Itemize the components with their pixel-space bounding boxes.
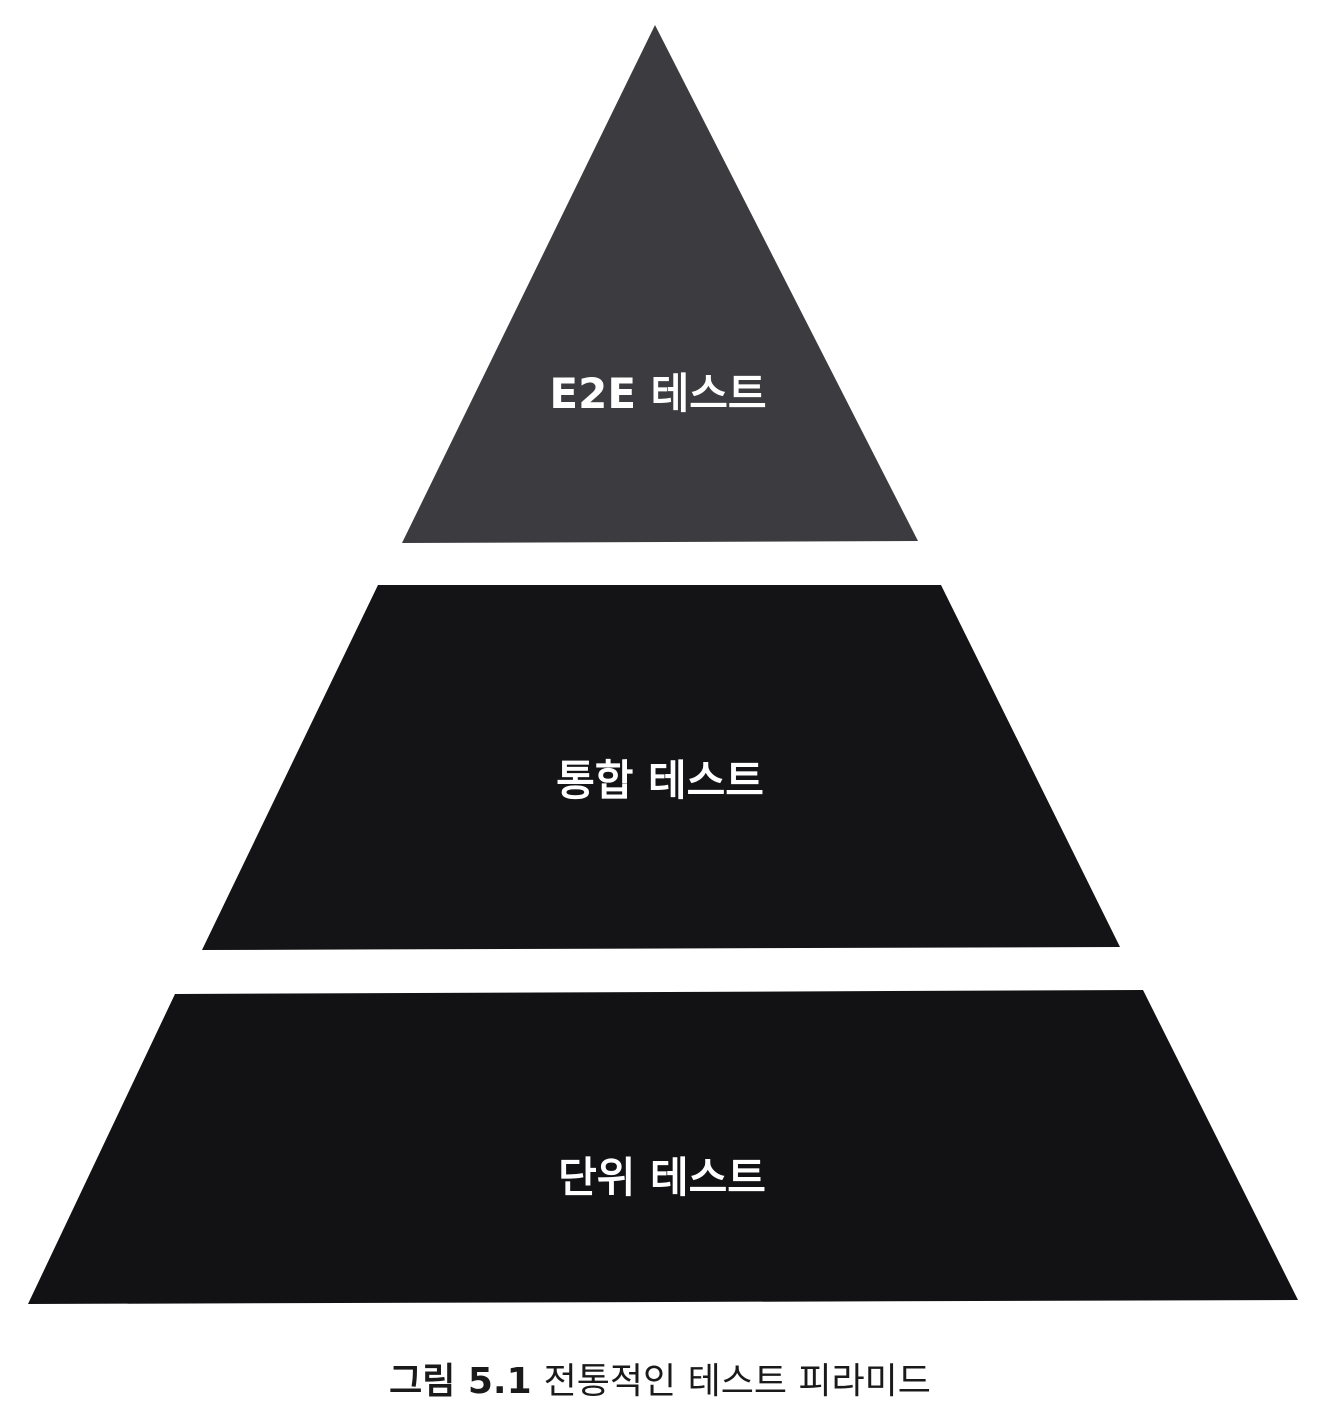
pyramid-layer-e2e: [402, 25, 918, 543]
pyramid-layer-unit: [28, 990, 1298, 1304]
pyramid-label-unit: 단위 테스트: [558, 1153, 766, 1202]
figure-caption: 그림 5.1 전통적인 테스트 피라미드: [0, 1360, 1320, 1404]
figure-caption-text: 전통적인 테스트 피라미드: [543, 1361, 931, 1402]
pyramid-label-e2e: E2E 테스트: [549, 369, 766, 418]
figure-number: 그림 5.1: [389, 1361, 532, 1402]
pyramid-layer-integration: [202, 585, 1120, 950]
pyramid-label-integration: 통합 테스트: [556, 756, 764, 805]
